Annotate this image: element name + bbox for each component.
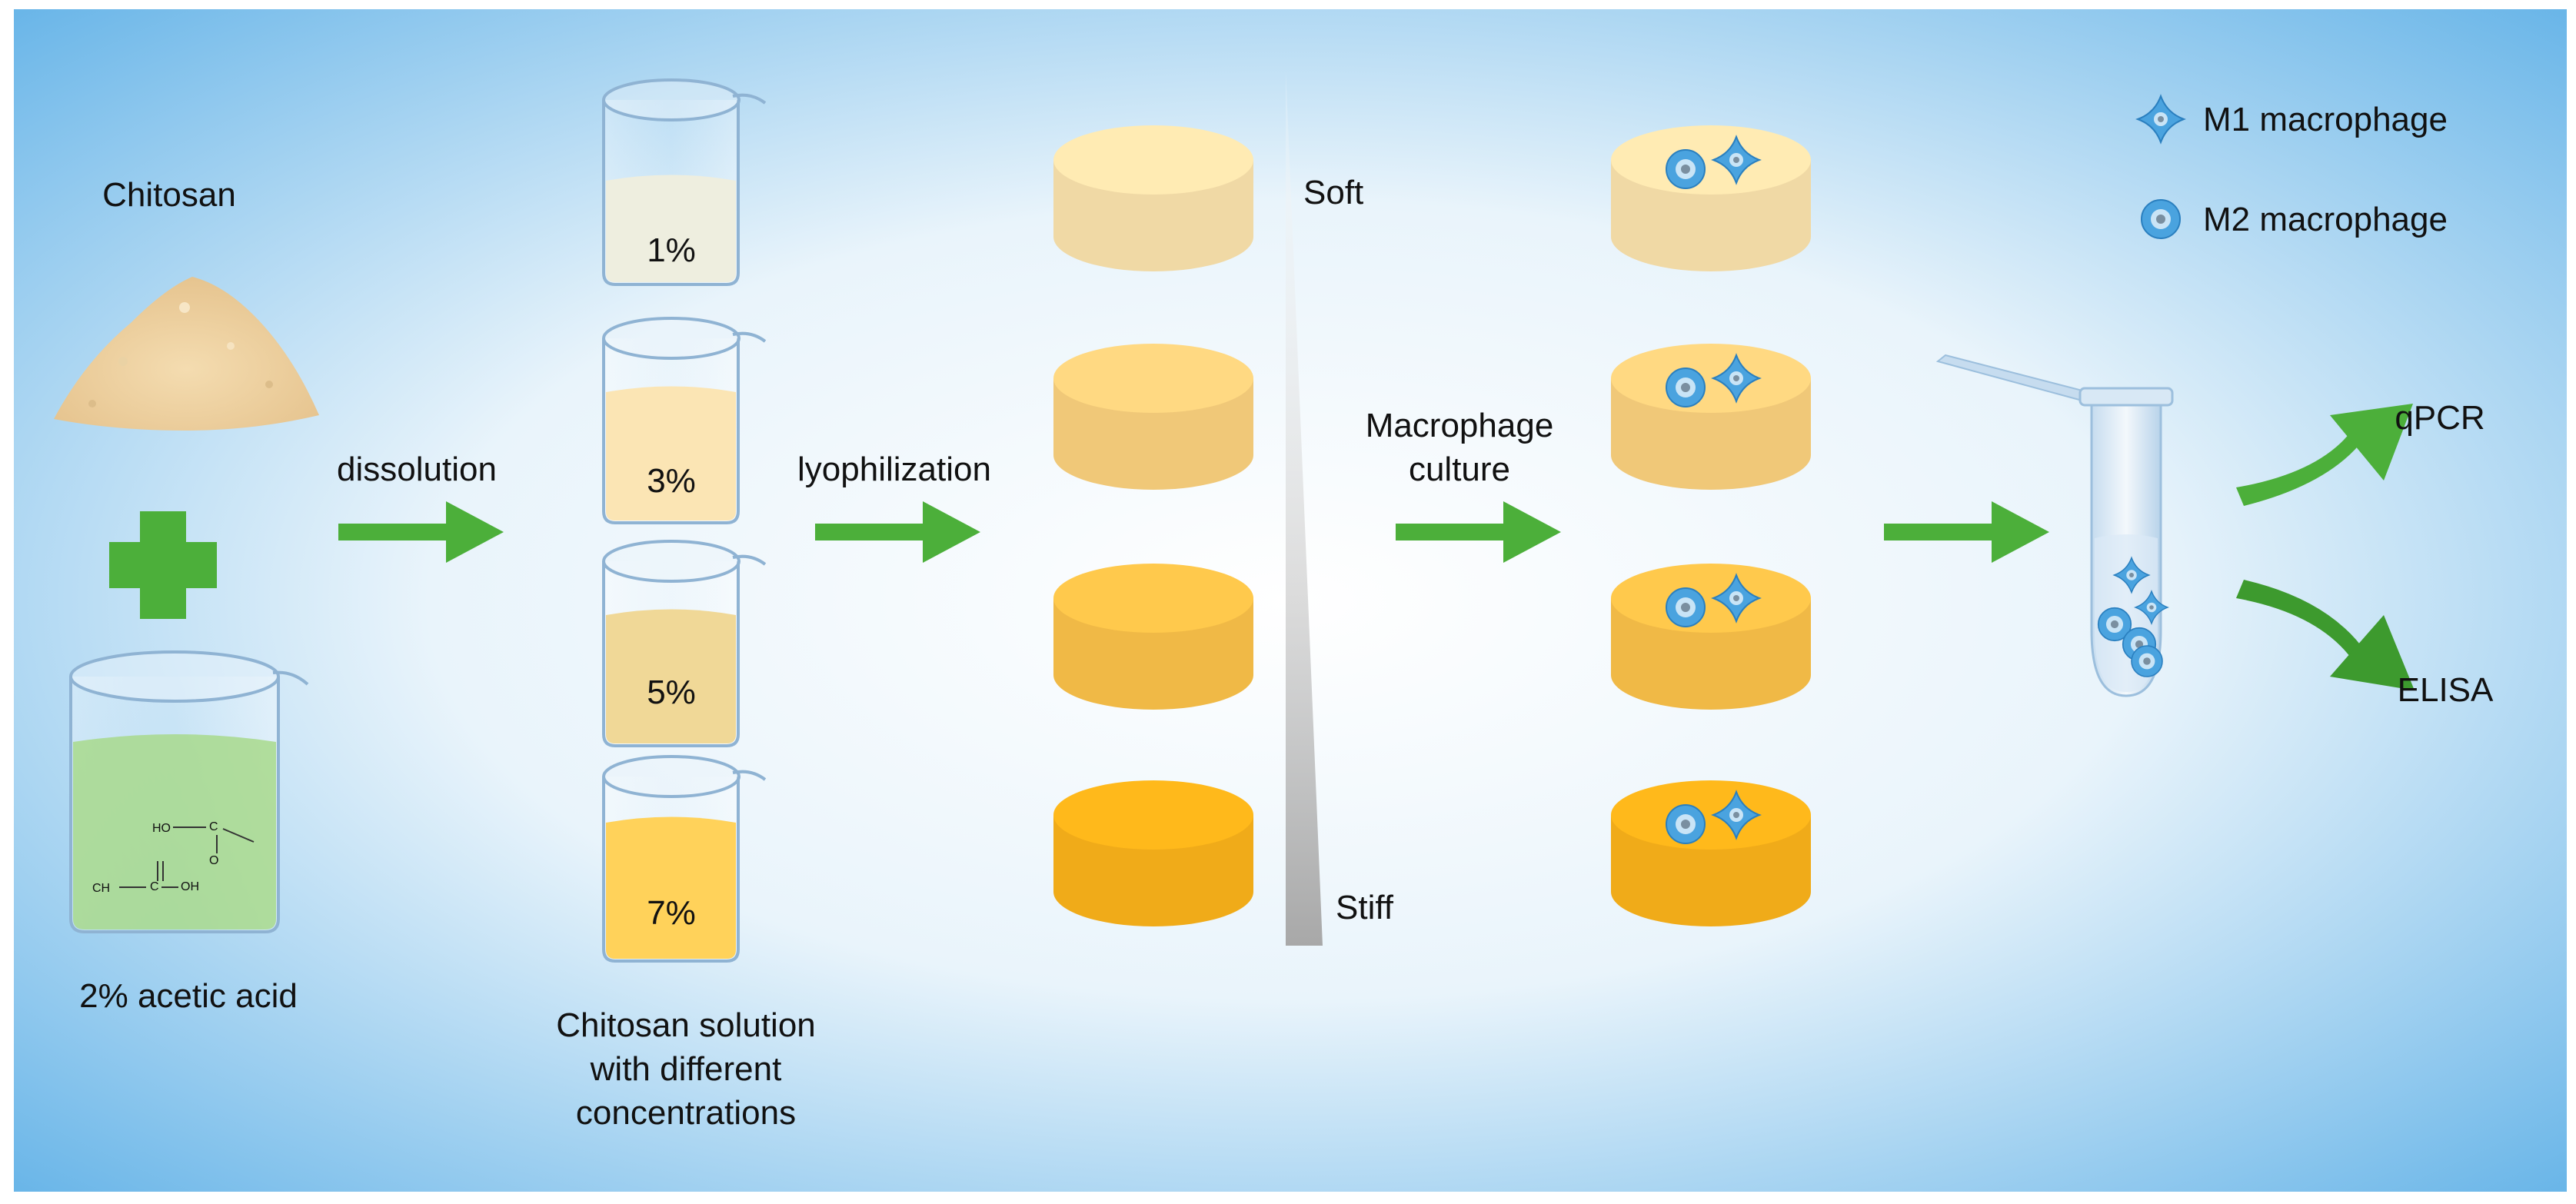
m2-macrophage-icon: [1666, 368, 1706, 407]
solution-caption: Chitosan solution with different concent…: [556, 1006, 816, 1132]
elisa-label: ELISA: [2398, 671, 2494, 709]
beaker-7-percent: 7%: [602, 755, 767, 963]
acetic-acid-beaker-icon: [69, 650, 309, 933]
svg-text:3%: 3%: [647, 462, 696, 500]
svg-text:OH: OH: [181, 880, 199, 893]
m2-macrophage-icon: [1666, 804, 1706, 844]
cultured-scaffold-disc: [1611, 125, 1811, 271]
svg-text:HO: HO: [152, 822, 171, 835]
m2-macrophage-icon: [2141, 199, 2181, 239]
cultured-scaffold-disc: [1611, 344, 1811, 490]
svg-text:with different: with different: [590, 1050, 782, 1088]
qpcr-label: qPCR: [2395, 399, 2484, 437]
cultured-scaffold-disc: [1611, 564, 1811, 710]
qpcr-arrow: [2236, 404, 2413, 506]
svg-text:concentrations: concentrations: [576, 1094, 796, 1132]
svg-text:CH: CH: [92, 882, 110, 895]
stiff-label: Stiff: [1336, 889, 1394, 926]
legend: M1 macrophage M2 macrophage: [2137, 95, 2448, 239]
svg-text:culture: culture: [1409, 451, 1510, 488]
cultured-scaffolds-column: [1611, 125, 1811, 926]
scaffold-disc: [1053, 125, 1253, 271]
soft-label: Soft: [1303, 174, 1363, 211]
plus-icon: [109, 511, 217, 619]
beaker-1-percent: 1%: [602, 78, 767, 286]
elisa-arrow: [2236, 580, 2415, 690]
m2-macrophage-icon: [1666, 587, 1706, 627]
m1-legend-label: M1 macrophage: [2203, 101, 2448, 138]
m2-macrophage-icon: [1666, 149, 1706, 189]
svg-text:7%: 7%: [647, 894, 696, 932]
scaffold-disc: [1053, 780, 1253, 926]
cultured-scaffold-disc: [1611, 780, 1811, 926]
m2-legend-label: M2 macrophage: [2203, 201, 2448, 238]
svg-text:C: C: [209, 820, 218, 833]
svg-text:5%: 5%: [647, 674, 696, 711]
beaker-5-percent: 5%: [602, 540, 767, 747]
chitosan-label: Chitosan: [102, 176, 236, 214]
dissolution-label: dissolution: [337, 451, 497, 488]
svg-text:Chitosan solution: Chitosan solution: [556, 1006, 816, 1044]
svg-text:1%: 1%: [647, 231, 696, 269]
scaffold-disc: [1053, 564, 1253, 710]
acetic-acid-formula: HO C O CH C OH: [92, 820, 255, 895]
scaffolds-column: [1053, 125, 1253, 926]
acetic-acid-label: 2% acetic acid: [79, 977, 298, 1015]
stiffness-gradient-bar: [1286, 69, 1323, 946]
chitosan-powder-icon: [54, 277, 319, 431]
svg-text:Macrophage: Macrophage: [1366, 407, 1554, 444]
svg-text:O: O: [209, 854, 218, 867]
lyophilization-label: lyophilization: [797, 451, 991, 488]
svg-text:C: C: [150, 880, 159, 893]
scaffold-disc: [1053, 344, 1253, 490]
macrophage-culture-label: Macrophage culture: [1366, 407, 1554, 488]
beaker-3-percent: 3%: [602, 317, 767, 524]
